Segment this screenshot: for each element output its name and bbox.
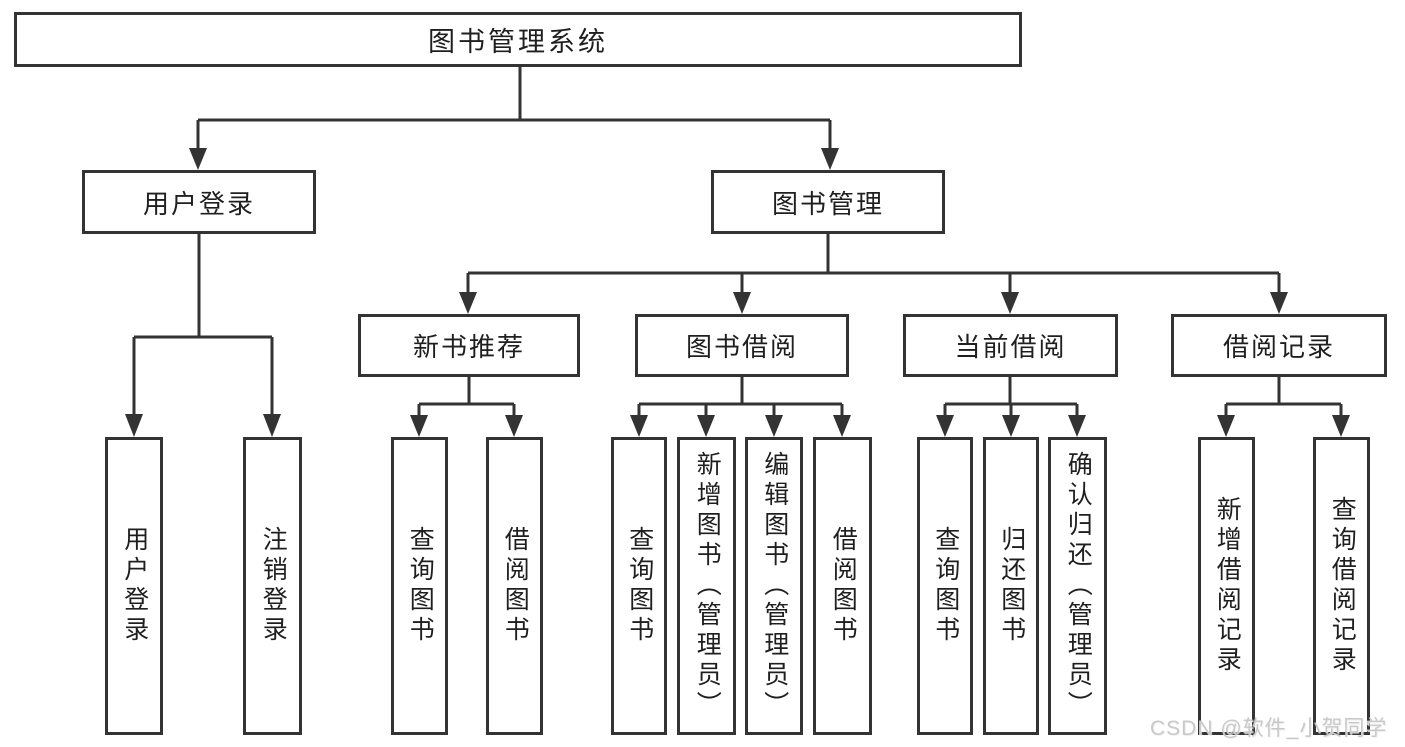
connector-user-login-to-leaves bbox=[125, 234, 281, 437]
node-book-management: 图书管理 bbox=[711, 170, 945, 234]
connector-borrow-records-to-leaves bbox=[1217, 377, 1350, 437]
leaf-logout: 注销登录 bbox=[243, 437, 302, 735]
leaf-return-book: 归还图书 bbox=[983, 437, 1039, 735]
leaf-confirm-return-admin: 确认归还（管理员） bbox=[1048, 437, 1107, 735]
connector-book-borrow-to-leaves bbox=[630, 377, 851, 437]
connector-book-management-to-level3 bbox=[459, 234, 1288, 314]
leaf-edit-book-admin: 编辑图书（管理员） bbox=[745, 437, 803, 735]
leaf-add-borrow-record: 新增借阅记录 bbox=[1198, 437, 1255, 735]
connector-root-to-level2 bbox=[189, 67, 839, 170]
leaf-borrow-books-recommend: 借阅图书 bbox=[486, 437, 543, 735]
leaf-borrow-books: 借阅图书 bbox=[813, 437, 872, 735]
leaf-user-login: 用户登录 bbox=[105, 437, 163, 735]
leaf-add-book-admin: 新增图书（管理员） bbox=[677, 437, 736, 735]
leaf-query-borrow-record: 查询借阅记录 bbox=[1313, 437, 1370, 735]
node-new-book-recommend: 新书推荐 bbox=[358, 314, 580, 377]
node-user-login-branch: 用户登录 bbox=[82, 170, 316, 234]
node-book-borrow: 图书借阅 bbox=[635, 314, 849, 377]
csdn-watermark: CSDN @软件_小贺同学 bbox=[1150, 717, 1388, 740]
leaf-query-books-recommend: 查询图书 bbox=[391, 437, 448, 735]
connector-new-book-recommend-to-leaves bbox=[410, 377, 523, 437]
node-current-borrow: 当前借阅 bbox=[903, 314, 1118, 377]
leaf-query-books-current: 查询图书 bbox=[917, 437, 973, 735]
node-library-management-system: 图书管理系统 bbox=[14, 12, 1022, 67]
connector-current-borrow-to-leaves bbox=[936, 377, 1086, 437]
node-borrow-records: 借阅记录 bbox=[1171, 314, 1387, 377]
leaf-query-books-borrow: 查询图书 bbox=[611, 437, 667, 735]
